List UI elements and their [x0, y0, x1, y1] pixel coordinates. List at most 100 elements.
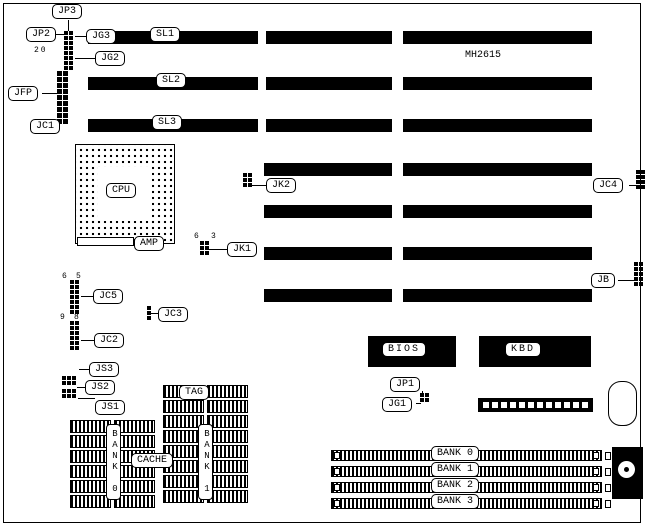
label-cache-bank0: BANK 0	[106, 424, 121, 500]
cache-chip	[207, 385, 248, 398]
leader-line-jc2	[81, 340, 94, 341]
label-jg1: JG1	[382, 397, 413, 412]
label-jc5: JC5	[93, 289, 124, 304]
jc5-pin-number-5: 5	[76, 272, 81, 281]
leader-line-jc5	[81, 296, 93, 297]
jk1-pin-number-6: 6	[194, 232, 199, 241]
label-simm-bank2: BANK 2	[431, 478, 480, 493]
cache-chip	[207, 430, 248, 443]
label-jc4: JC4	[593, 178, 624, 193]
cache-chip	[70, 420, 111, 433]
cache-chip	[70, 465, 111, 478]
slot-row6-segment-2	[403, 247, 592, 260]
jfp-pin-number-20: 20	[34, 46, 48, 55]
cache-chip	[207, 460, 248, 473]
label-jk2: JK2	[266, 178, 297, 193]
label-amp: AMP	[134, 236, 165, 251]
board-part-number: MH2615	[465, 50, 502, 61]
cache-chip	[207, 400, 248, 413]
cache-chip	[70, 480, 111, 493]
jumper-header-jp-jg	[64, 31, 73, 70]
cache-chip	[207, 475, 248, 488]
label-cpu: CPU	[106, 183, 137, 198]
label-cache: CACHE	[131, 453, 174, 468]
slot-row6-segment-1	[264, 247, 392, 260]
slot-sl1-segment-3	[403, 31, 592, 44]
slot-row5-segment-1	[264, 205, 392, 218]
pin-header-jc5	[70, 280, 79, 314]
jumper-block-js1	[62, 389, 76, 398]
battery	[608, 381, 637, 426]
label-jfp: JFP	[8, 86, 39, 101]
leader-line-jk1	[209, 249, 227, 250]
leader-line-js1	[78, 398, 95, 399]
slot-sl2-segment-2	[266, 77, 392, 90]
slot-sl3-segment-2	[266, 119, 392, 132]
slot-sl1-segment-2	[266, 31, 392, 44]
label-simm-bank0: BANK 0	[431, 446, 480, 461]
leader-line-js3	[79, 369, 89, 370]
label-kbd: KBD	[505, 342, 542, 357]
simm-clip-bank3	[605, 500, 611, 508]
leader-line-jp1	[422, 391, 423, 394]
cache-chip	[163, 415, 204, 428]
jc5-pin-number-6: 6	[62, 272, 67, 281]
label-js2: JS2	[85, 380, 116, 395]
label-js3: JS3	[89, 362, 120, 377]
cache-chip	[207, 415, 248, 428]
slot-sl2-segment-3	[403, 77, 592, 90]
label-bios: BIOS	[382, 342, 427, 357]
cache-chip	[70, 435, 111, 448]
label-simm-bank3: BANK 3	[431, 494, 480, 509]
pin-header-jfp	[57, 71, 68, 124]
label-jp3: JP3	[52, 4, 83, 19]
simm-clip-bank1	[605, 468, 611, 476]
jumper-block-js3-js2	[62, 376, 76, 385]
label-js1: JS1	[95, 400, 126, 415]
label-sl1: SL1	[150, 27, 181, 42]
cache-chip	[163, 400, 204, 413]
slot-sl3-segment-3	[403, 119, 592, 132]
label-jp1: JP1	[390, 377, 421, 392]
jumper-block-jp1-jg1	[420, 393, 429, 402]
jc2-pin-number-9: 9	[60, 313, 65, 322]
jk1-pin-number-3: 3	[211, 232, 216, 241]
leader-line-jp2	[54, 34, 64, 35]
cache-chip	[114, 495, 155, 508]
simm-clip-bank0	[605, 452, 611, 460]
power-connector	[478, 398, 593, 412]
cache-chip	[70, 450, 111, 463]
label-jc1: JC1	[30, 119, 61, 134]
leader-line-jb	[618, 280, 634, 281]
leader-line-jc3	[151, 313, 158, 314]
leader-line-jc4	[629, 185, 636, 186]
pin-header-jk1	[200, 241, 209, 255]
cache-chip	[70, 495, 111, 508]
label-simm-bank1: BANK 1	[431, 462, 480, 477]
slot-row5-segment-2	[403, 205, 592, 218]
cache-chip	[207, 445, 248, 458]
label-cache-bank1: BANK 1	[198, 424, 213, 500]
keyboard-din-connector	[612, 447, 643, 499]
label-jk1: JK1	[227, 242, 258, 257]
pin-header-jc3	[147, 306, 151, 320]
label-jg2: JG2	[95, 51, 126, 66]
pin-header-jk2	[243, 173, 252, 187]
pin-header-jc2	[70, 321, 79, 350]
slot-row4-segment-2	[403, 163, 592, 176]
label-sl2: SL2	[156, 73, 187, 88]
din-center-pin	[624, 467, 629, 472]
leader-line-jg1	[416, 403, 421, 404]
slot-row7-segment-1	[264, 289, 392, 302]
label-tag: TAG	[179, 385, 210, 400]
cpu-socket-lever	[77, 237, 134, 246]
jc2-pin-number-8: 8	[74, 313, 79, 322]
slot-row7-segment-2	[403, 289, 592, 302]
label-jp2: JP2	[26, 27, 57, 42]
leader-line-jp3	[68, 20, 69, 31]
pin-header-jc4	[636, 170, 645, 189]
leader-line-jg2	[75, 58, 95, 59]
leader-line-jfp	[42, 93, 57, 94]
pin-header-jb	[634, 262, 643, 286]
